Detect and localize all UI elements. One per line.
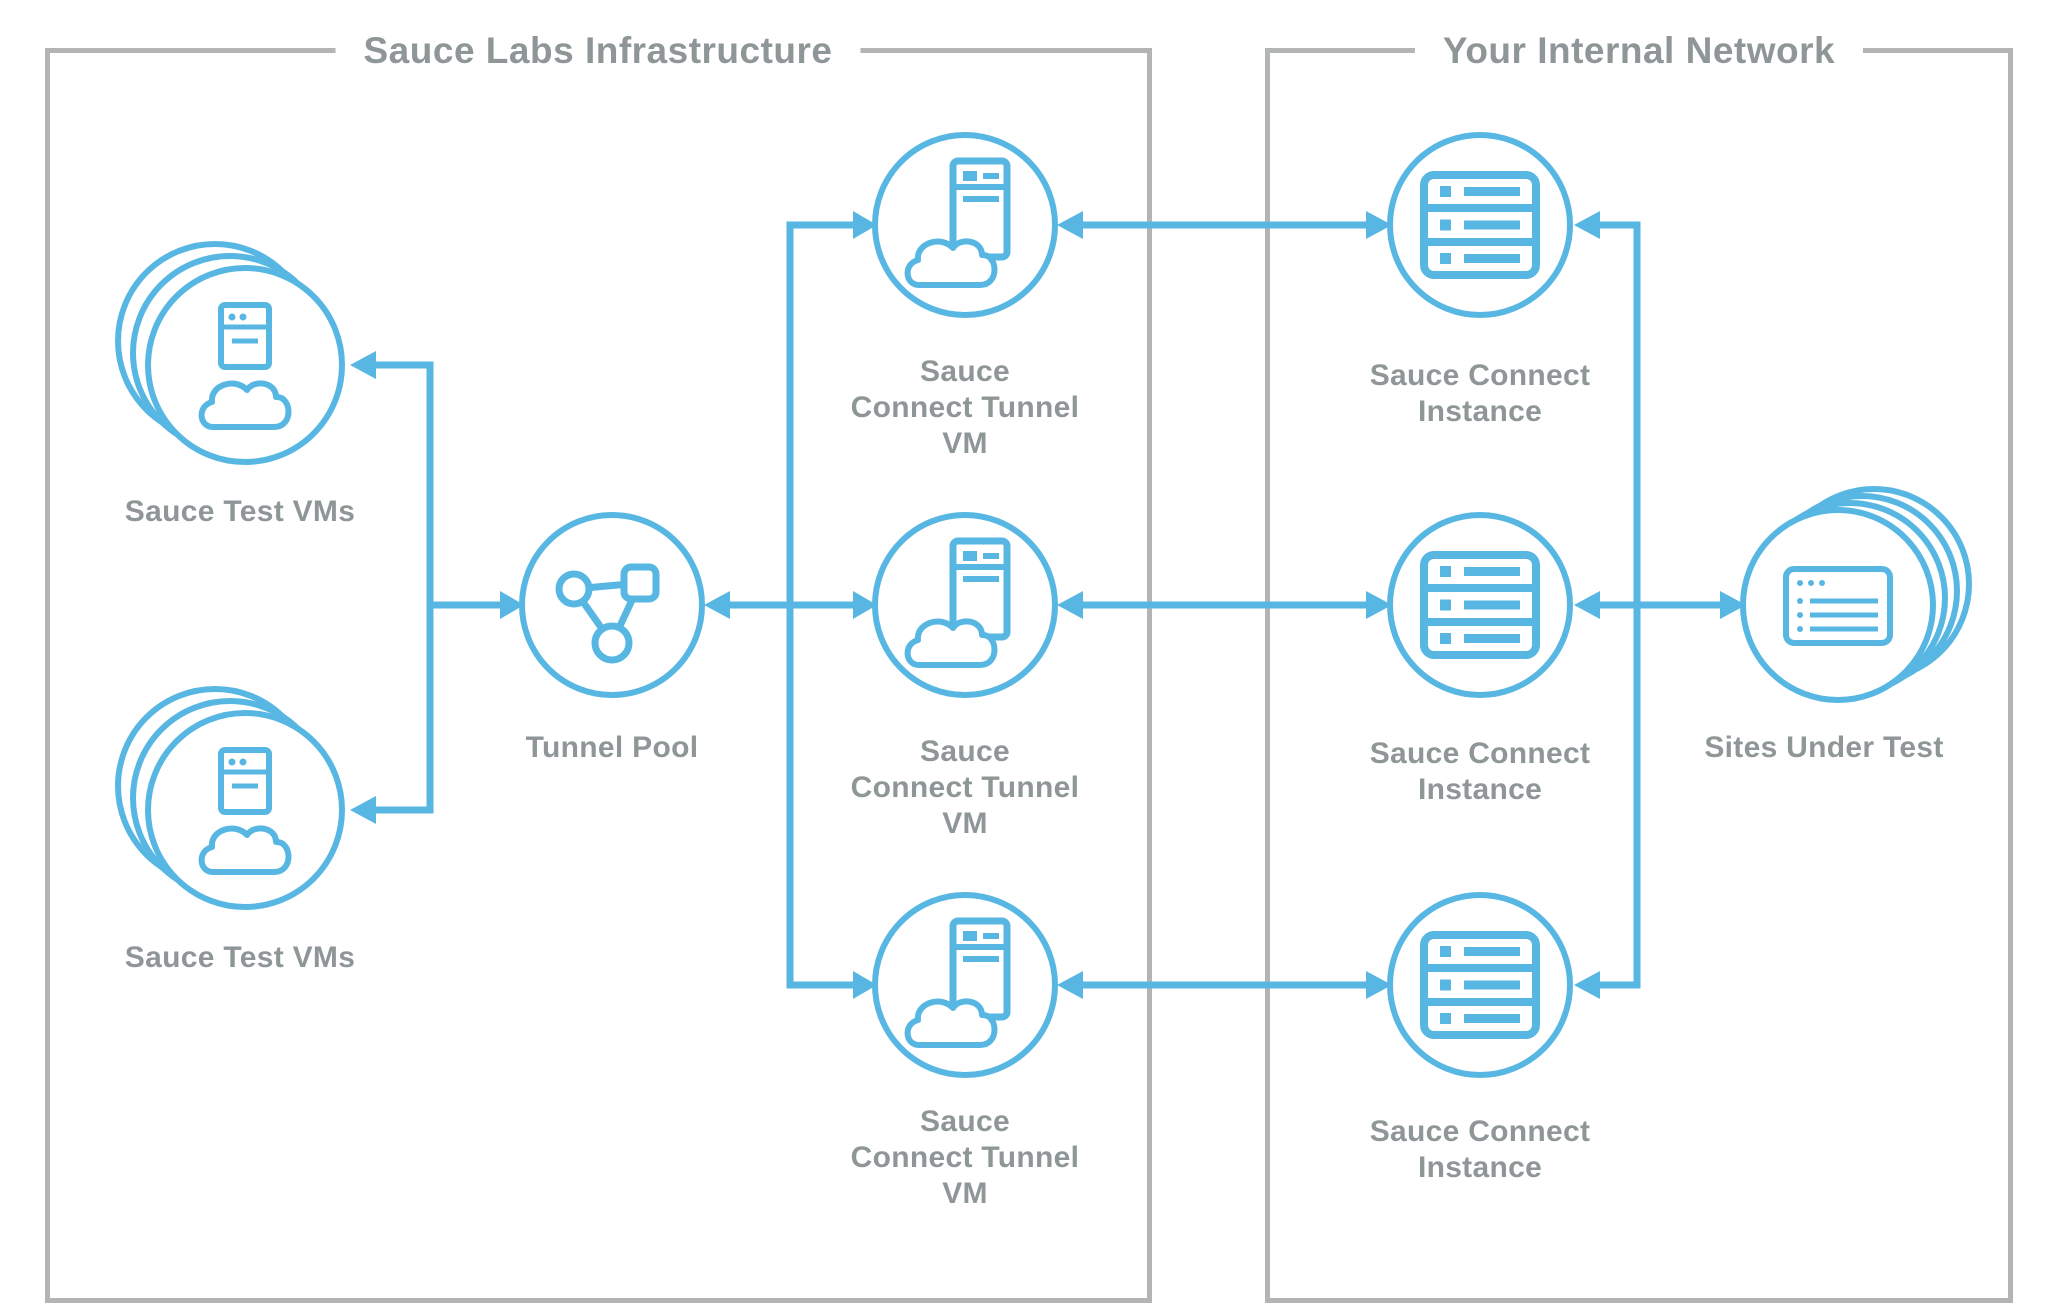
label-sc-instance-2: Sauce Connect Instance (1369, 737, 1591, 806)
label-sc-instance-3: Sauce Connect Instance (1369, 1115, 1591, 1184)
label-tunnel-pool: Tunnel Pool (525, 731, 699, 764)
region-title-internal-network: Your Internal Network (1414, 30, 1864, 72)
label-sauce-test-vms-top: Sauce Test VMs (124, 495, 356, 528)
label-sc-tunnel-vm-3: Sauce Connect Tunnel VM (850, 1105, 1080, 1210)
label-sites-under-test: Sites Under Test (1704, 731, 1944, 764)
label-sc-tunnel-vm-2: Sauce Connect Tunnel VM (850, 735, 1080, 840)
label-sauce-test-vms-bottom: Sauce Test VMs (124, 941, 356, 974)
label-sc-instance-1: Sauce Connect Instance (1369, 359, 1591, 428)
label-sc-tunnel-vm-1: Sauce Connect Tunnel VM (850, 355, 1080, 460)
region-title-sauce-infrastructure: Sauce Labs Infrastructure (335, 30, 861, 72)
